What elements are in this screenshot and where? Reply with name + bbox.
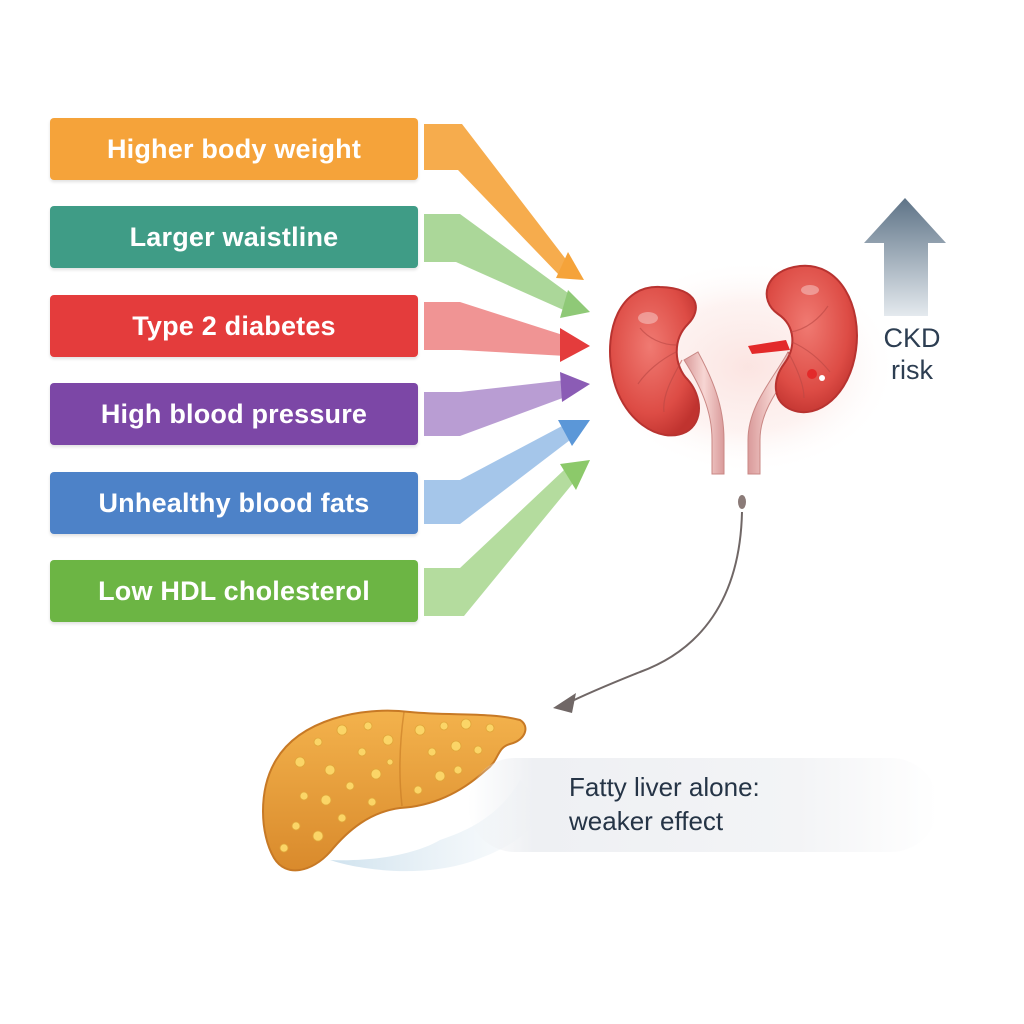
arrow-unhealthy-blood-fats [424, 420, 590, 524]
liver-note-line2: weaker effect [569, 806, 724, 836]
factor-label: Higher body weight [106, 133, 362, 164]
factor-label: Unhealthy blood fats [98, 487, 370, 518]
factor-label: High blood pressure [100, 398, 368, 429]
liver-swoosh [330, 780, 538, 872]
arrow-low-hdl-cholesterol [424, 460, 590, 616]
factor-box-low-hdl-cholesterol: Low HDL cholesterol [50, 560, 418, 622]
factor-box-type-2-diabetes: Type 2 diabetes [50, 295, 418, 357]
factor-label: Low HDL cholesterol [98, 575, 370, 606]
ckd-label-line2: risk [891, 355, 933, 385]
fatty-liver-icon [262, 709, 527, 872]
factor-box-high-blood-pressure: High blood pressure [50, 383, 418, 445]
factor-label: Type 2 diabetes [132, 310, 336, 341]
liver-note-text: Fatty liver alone: weaker effect [569, 770, 899, 838]
factor-box-higher-body-weight: Higher body weight [50, 118, 418, 180]
factor-box-unhealthy-blood-fats: Unhealthy blood fats [50, 472, 418, 534]
liver-note-line1: Fatty liver alone: [569, 772, 760, 802]
kidney-liver-connector [553, 495, 746, 713]
ckd-risk-label: CKD risk [876, 322, 948, 386]
arrow-higher-body-weight [424, 124, 584, 280]
ckd-label-line1: CKD [883, 323, 941, 353]
arrow-high-blood-pressure [424, 372, 590, 436]
up-arrow-icon [864, 198, 946, 316]
liver-note-callout [468, 758, 938, 852]
factor-label: Larger waistline [129, 221, 339, 252]
arrow-larger-waistline [424, 214, 590, 318]
factor-box-larger-waistline: Larger waistline [50, 206, 418, 268]
kidneys-icon [609, 264, 858, 475]
arrow-type-2-diabetes [424, 302, 590, 362]
